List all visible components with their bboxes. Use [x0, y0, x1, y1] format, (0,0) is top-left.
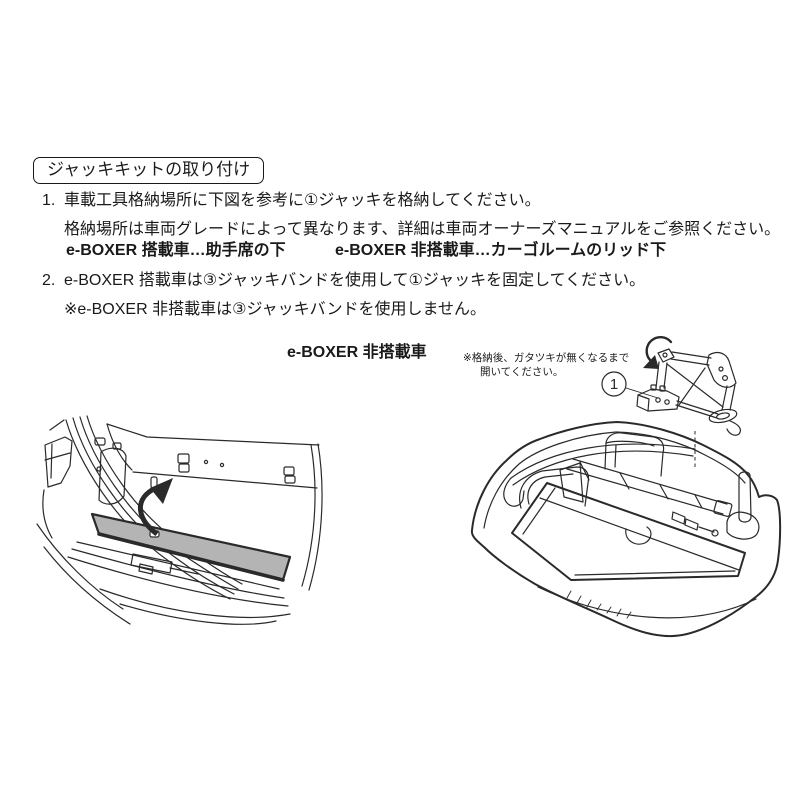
section-heading-box: ジャッキキットの取り付け [33, 157, 265, 184]
foam-tray-illustration [470, 421, 782, 638]
jack-illustration [636, 335, 741, 436]
step-2-number: 2. [42, 272, 56, 289]
callout-1-number: 1 [610, 376, 618, 393]
lift-arrow-icon [137, 478, 173, 537]
figure-note-line2: 開いてください。 [480, 366, 564, 378]
step-1-note: 格納場所は車両グレードによって異なります、詳細は車両オーナーズマニュアルをご参照… [64, 221, 781, 238]
step-1-location-eboxer: e-BOXER 搭載車…助手席の下 [66, 242, 286, 259]
figure-note-line1: ※格納後、ガタツキが無くなるまで [463, 352, 630, 364]
cargo-floor-lid [90, 512, 292, 582]
figure-jack-tray: 1 [470, 335, 782, 638]
step-2-text: e-BOXER 搭載車は③ジャッキバンドを使用して①ジャッキを固定してください。 [64, 272, 646, 289]
front-edge-hatching [566, 590, 632, 619]
step-2-note: ※e-BOXER 非搭載車は③ジャッキバンドを使用しません。 [64, 301, 486, 318]
cargo-back-wall [94, 423, 320, 505]
callout-1-badge: 1 [601, 371, 659, 399]
hatch-opening-weatherstrip [49, 415, 243, 600]
step-1-text: 車載工具格納場所に下図を参考に①ジャッキを格納してください。 [64, 192, 541, 209]
step-1-location-non-eboxer: e-BOXER 非搭載車…カーゴルームのリッド下 [335, 242, 667, 259]
step-1: 1. 車載工具格納場所に下図を参考に①ジャッキを格納してください。 [42, 191, 541, 210]
step-2: 2. e-BOXER 搭載車は③ジャッキバンドを使用して①ジャッキを固定してくだ… [42, 271, 645, 290]
rear-sill [67, 541, 291, 625]
figure-note: ※格納後、ガタツキが無くなるまで 開いてください。 [463, 351, 629, 379]
stored-tool [671, 511, 719, 537]
figure-label: e-BOXER 非搭載車 [287, 344, 427, 361]
step-1-number: 1. [42, 192, 56, 209]
rear-bumper-corner [36, 489, 131, 625]
figure-cargo-area [36, 415, 323, 625]
stored-jack [559, 458, 733, 517]
rotation-arrow-icon [643, 335, 673, 369]
section-heading: ジャッキキットの取り付け [47, 160, 251, 179]
taillight [44, 436, 73, 488]
cargo-side-wall-right [301, 443, 323, 591]
